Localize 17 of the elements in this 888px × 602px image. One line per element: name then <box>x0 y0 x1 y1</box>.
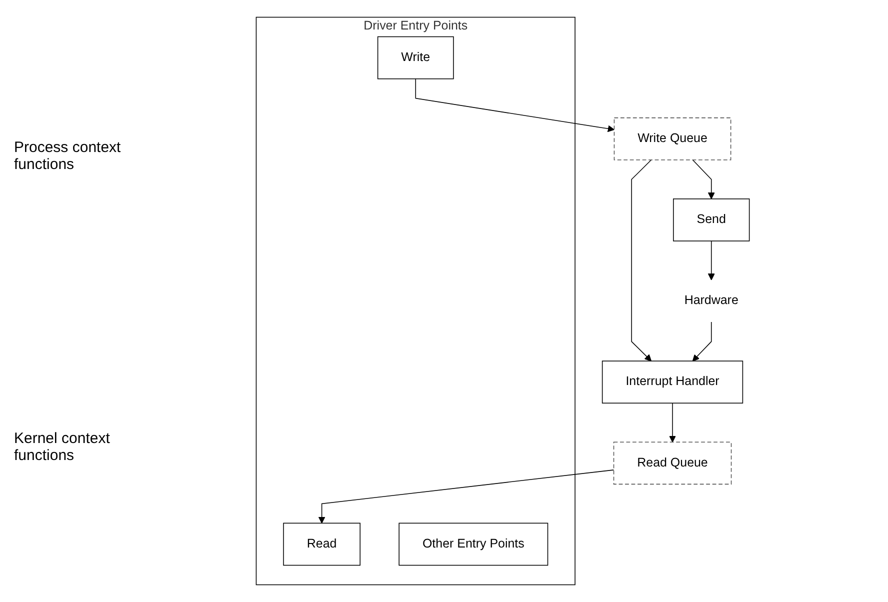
arrow <box>708 240 715 280</box>
arrow <box>415 78 615 132</box>
node-box: Read <box>283 522 360 566</box>
node-box: Write <box>377 36 454 80</box>
side-label: Process context functions <box>13 138 122 174</box>
arrow <box>669 402 676 442</box>
node-box: Send <box>673 198 750 242</box>
arrow <box>692 160 715 200</box>
node-box: Other Entry Points <box>398 522 548 566</box>
arrow <box>631 160 652 362</box>
node-text: Hardware <box>684 294 738 308</box>
node-box: Write Queue <box>614 117 732 160</box>
side-label: Kernel context functions <box>13 428 111 466</box>
arrow <box>318 470 614 524</box>
node-box: Read Queue <box>613 442 732 485</box>
node-box: Interrupt Handler <box>602 360 744 404</box>
arrow <box>692 322 712 362</box>
